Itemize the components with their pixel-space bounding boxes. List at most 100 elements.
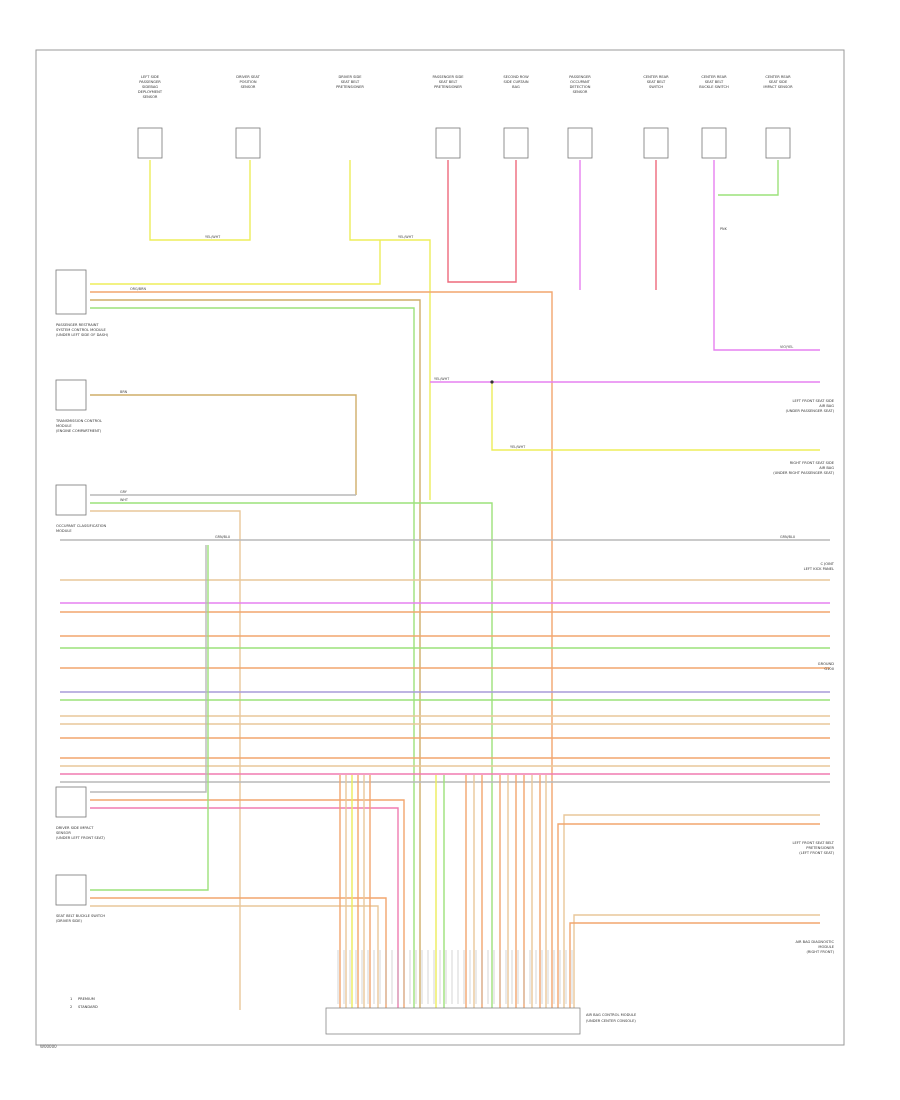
- legend-text-2: STANDARD: [78, 1005, 98, 1009]
- connector-box: [701, 127, 727, 159]
- legend-id-1: 1: [70, 997, 72, 1001]
- wire-r6-tan: [573, 914, 820, 1010]
- right-label-name: MODULE: [818, 945, 834, 949]
- wire-m4-pink: [90, 807, 399, 1010]
- figure-id: W00000: [40, 1044, 57, 1049]
- module-box: [55, 786, 87, 818]
- wire-tag: YEL/WHT: [205, 235, 221, 239]
- wire-r5-orange: [557, 823, 820, 1010]
- module-label: MODULE: [56, 424, 72, 428]
- top-component-label: CENTER REAR: [765, 75, 791, 79]
- wire-tag: WHT: [120, 498, 129, 502]
- top-component-label: DETECTION: [570, 85, 591, 89]
- module-label: SENSOR: [56, 831, 71, 835]
- connector-box: [765, 127, 791, 159]
- top-component-label: SENSOR: [573, 90, 588, 94]
- right-label-name: PRETENSIONER: [806, 846, 834, 850]
- connector-box: [643, 127, 669, 159]
- wire-red-top: [447, 160, 517, 283]
- top-component-label: SEAT BELT: [647, 80, 666, 84]
- wire-tag: YEL/WHT: [510, 445, 526, 449]
- connector-box: [435, 127, 461, 159]
- right-label-name: RIGHT FRONT SEAT SIDE: [790, 461, 835, 465]
- module-box: [55, 484, 87, 516]
- top-component-label: OCCUPANT: [570, 80, 591, 84]
- top-component-label: PASSENGER: [139, 80, 161, 84]
- module-box: [55, 874, 87, 906]
- top-component-label: DEPLOYMENT: [138, 90, 163, 94]
- module-label: OCCUPANT CLASSIFICATION: [56, 524, 106, 528]
- module-label: TRANSMISSION CONTROL: [55, 419, 102, 423]
- wire-m2-olive: [90, 394, 357, 495]
- wire-m3-tan: [90, 510, 241, 1010]
- top-component-label: PASSENGER: [569, 75, 591, 79]
- right-label-name: GROUND: [818, 662, 834, 666]
- module-label: SYSTEM CONTROL MODULE: [56, 328, 106, 332]
- wire-m3-green: [90, 502, 493, 1010]
- wire-tag: GRN/BLU: [215, 535, 231, 539]
- top-component-label: PRETENSIONER: [434, 85, 462, 89]
- wire-m1-yellow: [90, 240, 381, 285]
- wire-yellow-rf-seat: [491, 382, 820, 451]
- bottom-connector-loc: (UNDER CENTER CONSOLE): [586, 1019, 636, 1023]
- bottom-connector: AIR BAG CONTROL MODULE (UNDER CENTER CON…: [325, 1007, 637, 1035]
- wire-violet-c8: [713, 160, 820, 351]
- right-label-location: (UNDER RIGHT PASSENGER SEAT): [773, 471, 834, 475]
- wire-tag: PNK: [720, 227, 728, 231]
- module-location: (UNDER LEFT SIDE OF DASH): [56, 333, 109, 337]
- module-label: DRIVER SIDE IMPACT: [56, 826, 94, 830]
- right-label-name: AIR BAG: [819, 466, 834, 470]
- wire-m1-orange: [90, 291, 553, 1010]
- wire-m4-orange: [90, 799, 405, 1010]
- wire-m5-orange: [90, 897, 387, 1010]
- legend: 1 PREMIUM 2 STANDARD: [70, 997, 98, 1009]
- module-box: [55, 269, 87, 315]
- top-component-label: SEAT BELT: [439, 80, 458, 84]
- wire-tag: VIO/YEL: [780, 345, 793, 349]
- connector-box: [137, 127, 163, 159]
- wire-tag: BRN: [120, 390, 128, 394]
- wire-m4-gray: [90, 545, 207, 793]
- top-components: LEFT SIDEPASSENGERSIDEBAGDEPLOYMENTSENSO…: [137, 75, 793, 159]
- top-component-label: SWITCH: [649, 85, 663, 89]
- right-label-name: LEFT FRONT SEAT BELT: [792, 841, 834, 845]
- top-component-label: SEAT SIDE: [769, 80, 788, 84]
- wire-tag: ORG/BRN: [130, 287, 146, 291]
- right-label-name: AIR BAG DIAGNOSTIC: [795, 940, 834, 944]
- top-component-label: LEFT SIDE: [141, 75, 160, 79]
- wire-m5-tan: [90, 905, 379, 1010]
- bottom-connector-name: AIR BAG CONTROL MODULE: [586, 1013, 637, 1017]
- module-label: MODULE: [56, 529, 72, 533]
- module-location: (ENGINE COMPARTMENT): [56, 429, 102, 433]
- top-component-label: PASSENGER SIDE: [433, 75, 465, 79]
- module-label: SEAT BELT BUCKLE SWITCH: [56, 914, 105, 918]
- right-label-location: LEFT KICK PANEL: [804, 567, 834, 571]
- module-location: (DRIVER SIDE): [56, 919, 82, 923]
- right-label-name: C JOINT: [821, 562, 835, 566]
- right-label-location: (RIGHT FRONT): [807, 950, 835, 954]
- top-component-label: BAG: [512, 85, 520, 89]
- top-component-label: DRIVER SIDE: [338, 75, 362, 79]
- right-label-location: (UNDER PASSENGER SEAT): [786, 409, 835, 413]
- top-component-label: PRETENSIONER: [336, 85, 364, 89]
- wire-r5-tan: [563, 814, 820, 1010]
- top-component-label: POSITION: [239, 80, 256, 84]
- wire-tag: GRY: [120, 490, 128, 494]
- top-component-label: SIDE CURTAIN: [503, 80, 528, 84]
- right-label-location: G100: [824, 667, 834, 671]
- wire-m1-green: [90, 307, 415, 1010]
